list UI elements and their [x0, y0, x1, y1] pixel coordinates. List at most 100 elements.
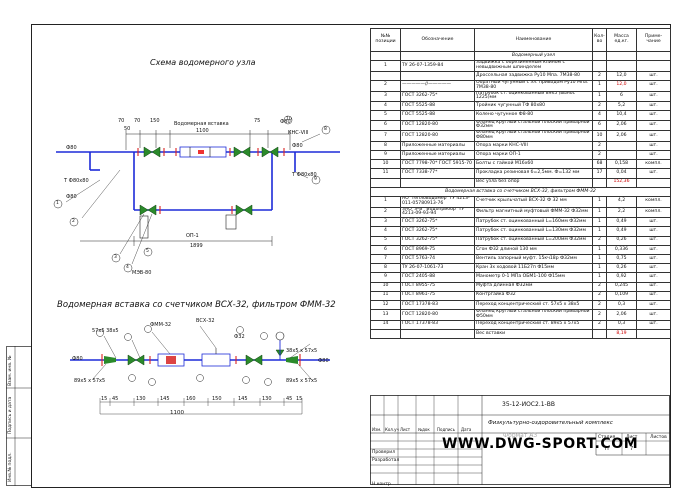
cell-note: шт.: [636, 235, 671, 246]
specification-table: №№ позиции Обозначение Наименование Кол-…: [370, 28, 671, 340]
cell-name: Сгон Ф32 длиной 130 мм: [474, 244, 593, 256]
cell-mass: 0,26: [606, 235, 637, 246]
cell-pos: 10: [370, 281, 401, 292]
header-pos: №№ позиции: [370, 28, 401, 52]
cell-mass: 5,2: [606, 101, 637, 112]
doc-code: 35-12-ИОС2.1-ВВ: [502, 401, 555, 408]
cell-name: Опора марки КНС-VIII: [474, 140, 593, 152]
cell-mass: 10,4: [606, 110, 637, 121]
stage-head: Стадия: [598, 435, 616, 440]
cell-note: шт.: [636, 70, 671, 82]
cell-note: шт.: [636, 272, 671, 283]
cell-pos: 14: [370, 319, 401, 330]
label-tee-right: Т Ф80х80: [292, 172, 317, 178]
cell-code: ГОСТ 3262-75*: [400, 90, 475, 103]
cell-pos: 11: [370, 168, 401, 179]
cell-note: шт.: [636, 290, 671, 301]
bdim-9: 45: [286, 396, 293, 402]
cell-pos: 1: [370, 196, 401, 208]
cell-pos: 1: [370, 60, 401, 72]
bdim-1: 15: [101, 396, 108, 402]
cell-pos: 6: [370, 244, 401, 256]
cell-qty: 10: [592, 130, 607, 142]
cell-pos: 11: [370, 290, 401, 301]
label-reducer-89-right: 89х5 х 57х5: [286, 378, 318, 384]
cell-code: [400, 328, 475, 340]
cell-qty: 2: [592, 235, 607, 246]
cell-note: шт.: [636, 130, 671, 142]
stamp-col-izm: Изм.: [372, 427, 382, 432]
label-f80-right: Ф80: [292, 143, 303, 149]
cell-pos: 7: [370, 253, 401, 265]
cell-qty: 1: [592, 217, 607, 228]
cell-qty: 1: [592, 226, 607, 237]
cell-code: ГОСТ 5763-74: [400, 253, 475, 265]
cell-name: Обратный чугунный с эл. приводом Ру10 Мп…: [474, 80, 593, 92]
dim-150: 150: [150, 118, 160, 124]
cell-pos: 7: [370, 130, 401, 142]
dim-75: 75: [254, 118, 261, 124]
section-title-2: Водомерная вставка со счетчиком ВСХ-32, …: [370, 186, 671, 198]
cell-name: Патрубок ст. оцинкованный L=200мм Ф32мм: [474, 235, 593, 246]
cell-note: шт.: [636, 217, 671, 228]
cell-mass: 0,75: [606, 253, 637, 265]
title-block: [370, 395, 670, 485]
cell-note: шт.: [636, 80, 671, 92]
cell-note: шт.: [636, 140, 671, 152]
label-kns: КНС-VIII: [288, 130, 309, 136]
cell-note: компл.: [636, 206, 671, 219]
cell-name: Счетчик крыльчатый ВСХ-32 Ф 32 мм: [474, 196, 593, 208]
label-reducer-38-right: 38х5 х 57х5: [286, 348, 318, 354]
role-developed: Разработал: [372, 458, 400, 463]
cell-code: —————//—————: [400, 80, 475, 92]
label-vsh: ВСХ-32: [196, 318, 215, 324]
cell-mass: 0,26: [606, 263, 637, 274]
cell-pos: 9: [370, 150, 401, 161]
marker-top-2: 2: [72, 219, 75, 224]
label-f80-left: Ф80: [66, 145, 77, 151]
cell-code: ГОСТ 5525-88: [400, 110, 475, 121]
meter-insert-scheme: [70, 325, 330, 415]
header-note: Приме-чание: [636, 28, 671, 52]
label-reducer-89-left: 89х5 х 57х5: [74, 378, 106, 384]
cell-mass: 2,2: [606, 206, 637, 219]
cell-qty: 6: [592, 119, 607, 132]
cell-pos: 10: [370, 159, 401, 170]
section-title-1: Водомерный узел: [474, 50, 593, 62]
cell-qty: 1: [592, 196, 607, 208]
cell-code: ГОСТ 8955-75: [400, 281, 475, 292]
cell-code: ГОСТ 3262-75*: [400, 226, 475, 237]
label-f32: Ф32: [234, 334, 245, 340]
dim-70a: 70: [118, 118, 125, 124]
cell-note: [636, 60, 671, 72]
cell-mass: [606, 140, 637, 152]
label-op1: ОП-1: [186, 233, 199, 239]
sheet-head: Лист: [626, 435, 638, 440]
cell-name: Прокладка резиновая б=2,5мм. Ф=132 мм: [474, 168, 593, 179]
cell-note: шт.: [636, 309, 671, 321]
cell-pos: 9: [370, 272, 401, 283]
cell-name: Переход концентрический ст. 89х5 х 57х5: [474, 319, 593, 330]
cell-note: шт.: [636, 150, 671, 161]
bdim-8: 130: [262, 396, 272, 402]
cell-pos: 3: [370, 90, 401, 103]
cell-name: Тройник чугунный ТФ 80х80: [474, 101, 593, 112]
label-tee-left: Т Ф80х80: [64, 178, 89, 184]
cell-mass: 0,245: [606, 281, 637, 292]
watermark-background: Формат А3: [503, 432, 538, 439]
bdim-3: 130: [136, 396, 146, 402]
cell-mass: 12,0: [606, 70, 637, 82]
label-mev: МЭВ-80: [132, 270, 152, 276]
label-fmm: ФММ-32: [150, 322, 172, 328]
cell-qty: 2: [592, 140, 607, 152]
